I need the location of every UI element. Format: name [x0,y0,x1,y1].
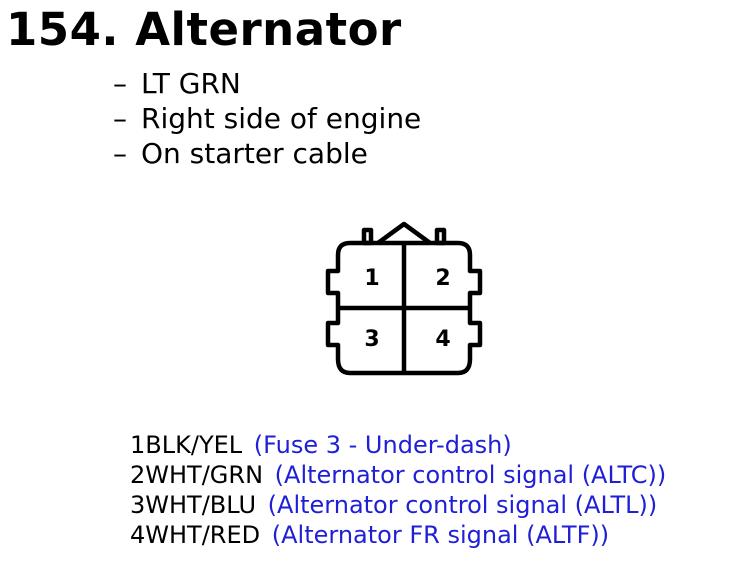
pinout-list: 1BLK/YEL (Fuse 3 - Under-dash) 2WHT/GRN … [130,430,666,550]
connector-housing-outline [325,240,483,376]
bullet-dash: – [113,102,127,135]
wire-color: WHT/RED [145,521,261,549]
pinout-row: 4WHT/RED (Alternator FR signal (ALTF)) [130,520,666,550]
detail-text: LT GRN [141,67,241,100]
pin-label-3: 3 [364,327,379,352]
detail-mounting: –On starter cable [113,136,421,171]
pinout-row: 2WHT/GRN (Alternator control signal (ALT… [130,460,666,490]
bullet-dash: – [113,67,127,100]
connector-latch-right [434,227,447,246]
detail-color: –LT GRN [113,66,421,101]
pin-description: (Alternator control signal (ALTL)) [267,491,658,519]
pin-number: 4 [130,521,146,549]
pin-description: (Alternator FR signal (ALTF)) [271,521,610,549]
pin-description: (Alternator control signal (ALTC)) [274,461,667,489]
connector-details-list: –LT GRN –Right side of engine –On starte… [113,66,421,171]
wire-color: WHT/GRN [145,461,264,489]
pin-label-1: 1 [364,266,379,291]
pin-number: 2 [130,461,146,489]
pin-label-2: 2 [435,266,450,291]
page-title: 154. Alternator [6,3,402,56]
connector-latch-left [361,227,374,246]
wire-color: BLK/YEL [145,431,243,459]
pinout-row: 1BLK/YEL (Fuse 3 - Under-dash) [130,430,666,460]
connector-diagram: 1 2 3 4 [325,221,483,376]
detail-location: –Right side of engine [113,101,421,136]
pin-number: 1 [130,431,146,459]
detail-text: On starter cable [141,137,368,170]
pin-number: 3 [130,491,146,519]
pinout-row: 3WHT/BLU (Alternator control signal (ALT… [130,490,666,520]
wire-color: WHT/BLU [145,491,257,519]
connector-lock-tab [376,221,432,245]
pin-description: (Fuse 3 - Under-dash) [253,431,512,459]
pin-label-4: 4 [435,327,450,352]
bullet-dash: – [113,137,127,170]
detail-text: Right side of engine [141,102,422,135]
